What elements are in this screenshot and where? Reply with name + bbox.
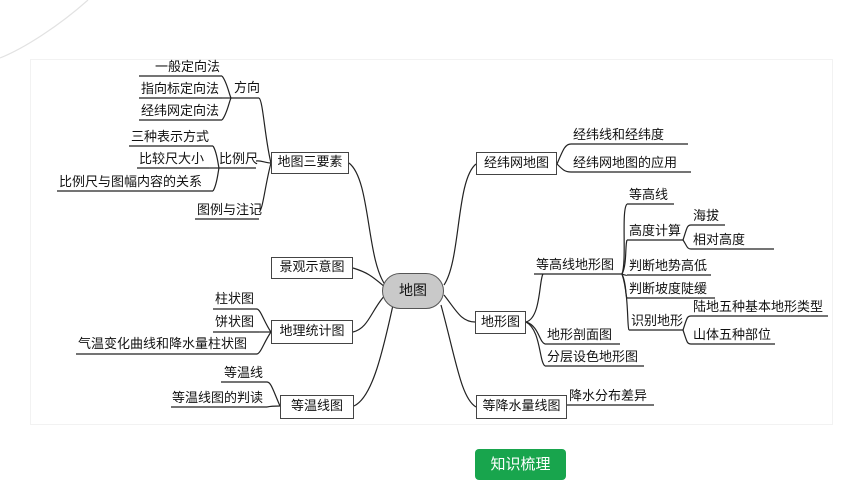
node-statistic-chart: 地理统计图 [271, 320, 353, 344]
mind-map-panel: 地图 地图三要素 景观示意图 地理统计图 等温线图 方向 一般定向法 指向标定向… [31, 60, 832, 424]
label-altitude: 海拔 [693, 209, 720, 224]
label-identify-terrain: 识别地形 [631, 314, 684, 329]
label-landform-types: 陆地五种基本地形类型 [693, 300, 824, 315]
node-isohyet-map: 等降水量线图 [476, 395, 567, 419]
label-direction: 方向 [234, 81, 261, 96]
label-mountain-parts: 山体五种部位 [693, 328, 772, 343]
label-terrain-level: 判断地势高低 [629, 259, 708, 274]
label-isotherm-reading: 等温线图的判读 [172, 391, 264, 406]
label-direction-method-3: 经纬网定向法 [141, 104, 220, 119]
label-direction-method-2: 指向标定向法 [141, 82, 220, 97]
node-graticule-map: 经纬网地图 [476, 152, 557, 175]
node-isotherm-map: 等温线图 [280, 395, 354, 419]
label-relative-height: 相对高度 [693, 233, 746, 248]
label-pie-chart: 饼状图 [215, 315, 255, 330]
label-climate-chart: 气温变化曲线和降水量柱状图 [78, 337, 248, 352]
label-scale-item-2: 比较尺大小 [139, 152, 205, 167]
label-scale: 比例尺 [219, 152, 259, 167]
node-map-three-elements: 地图三要素 [271, 152, 349, 174]
decorative-curve [0, 0, 89, 59]
label-bar-chart: 柱状图 [215, 292, 255, 307]
label-layered-color-map: 分层设色地形图 [547, 350, 639, 365]
label-direction-method-1: 一般定向法 [155, 60, 221, 75]
label-scale-item-3: 比例尺与图幅内容的关系 [59, 175, 203, 190]
label-isotherm: 等温线 [224, 366, 264, 381]
label-height-calc: 高度计算 [629, 224, 682, 239]
label-scale-item-1: 三种表示方式 [131, 130, 210, 145]
node-terrain-map: 地形图 [475, 311, 526, 334]
label-precipitation-distribution: 降水分布差异 [569, 389, 648, 404]
label-legend-annotation: 图例与注记 [197, 203, 263, 218]
knowledge-summary-badge[interactable]: 知识梳理 [475, 449, 566, 480]
label-terrain-profile: 地形剖面图 [547, 328, 613, 343]
label-graticule-item-1: 经纬线和经纬度 [573, 128, 665, 143]
label-contour-line: 等高线 [629, 188, 669, 203]
center-node: 地图 [382, 273, 444, 309]
mind-map-connectors [57, 75, 828, 408]
label-contour-map: 等高线地形图 [536, 258, 615, 273]
label-graticule-item-2: 经纬网地图的应用 [573, 156, 678, 171]
label-slope: 判断坡度陡缓 [629, 282, 708, 297]
node-landscape-diagram: 景观示意图 [271, 257, 353, 279]
